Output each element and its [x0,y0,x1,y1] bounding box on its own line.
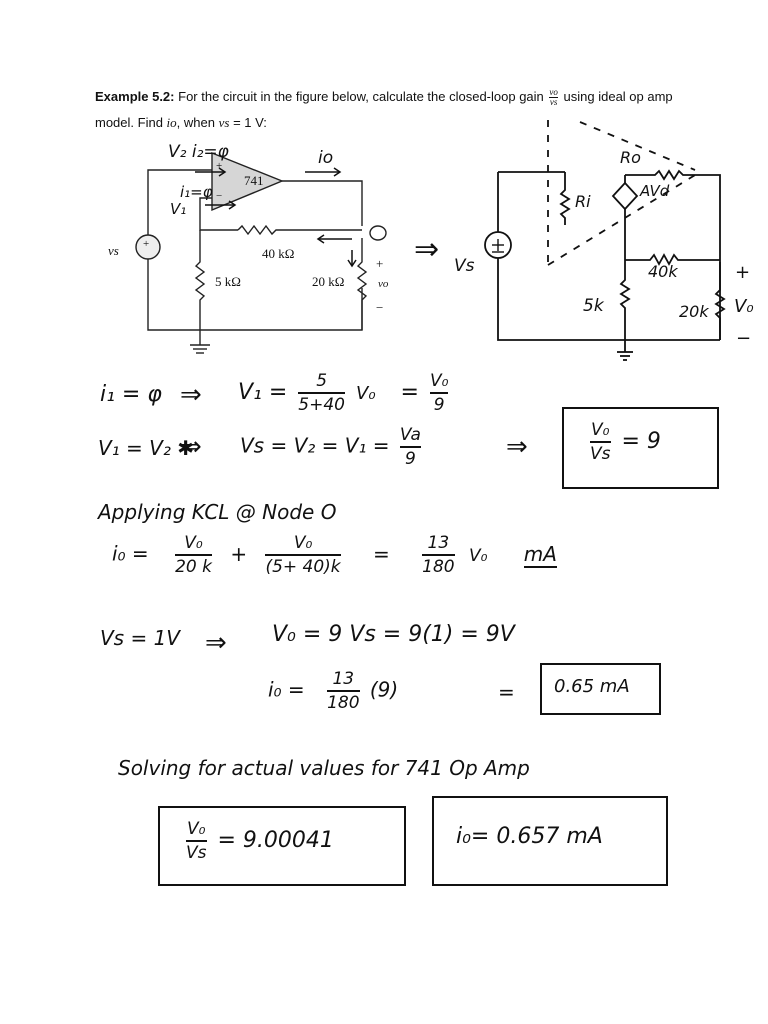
current-io-label: io [318,148,334,168]
implies-arrow-1: ⇒ [180,380,202,410]
actual-values-title: Solving for actual values for 741 Op Amp [118,756,530,780]
annotation-v1: V₁ [170,200,187,218]
statement-text-2: using ideal op amp [563,88,673,104]
implies-arrow-circuit: ⇒ [414,232,440,267]
kcl-title: Applying KCL @ Node O [98,500,337,524]
io-equals-sign: = [498,680,515,704]
right-avd-label: AVd [640,182,670,200]
right-ri-label: Ri [575,192,591,211]
right-plus: + [735,262,751,283]
opamp-plus: + [216,160,223,172]
actual-io-value: i₀= 0.657 mA [456,824,603,849]
implies-arrow-4: ⇒ [205,628,227,658]
gain-fraction: vo vs [549,87,558,107]
vs-equals-1v: Vs = 1V [100,626,180,650]
resistor-20k-label: 20 kΩ [312,274,345,289]
resistor-5k-label: 5 kΩ [215,274,241,289]
right-ro-label: Ro [620,148,641,167]
output-minus: − [376,300,384,315]
output-plus: + [376,256,384,271]
source-plus: + [143,238,150,250]
annotation-v2-i2: V₂ i₂=φ [168,142,229,162]
result-box-io: 0.65 mA [540,663,661,715]
statement-text-1: For the circuit in the figure below, cal… [178,88,544,104]
opamp-minus: − [216,190,223,202]
implies-arrow-2: ⇒ [180,432,202,462]
vo-equation: V₀ = 9 Vs = 9(1) = 9V [272,622,515,647]
output-label: vo [378,278,389,290]
io-result: 0.65 mA [554,676,630,697]
right-vs-label: Vs [454,256,475,276]
implies-arrow-3: ⇒ [506,432,528,462]
io-symbol: io [166,115,177,130]
source-label: vs [108,243,119,258]
right-5k-label: 5k [583,296,604,316]
right-vo-label: V₀ [734,296,754,317]
annotation-i1: i₁=φ [180,183,213,201]
example-label: Example 5.2: [95,88,175,104]
right-minus: − [736,328,752,349]
problem-statement-line-1: Example 5.2: For the circuit in the figu… [95,88,673,107]
vs-symbol: vs [218,115,230,130]
work-line-1-lhs: i₁ = φ [100,382,162,407]
right-40k-label: 40k [648,262,678,281]
right-20k-label: 20k [679,302,709,321]
fraction-vo-over-45k: V₀(5+ 40)k [265,533,341,577]
resistor-40k-label: 40 kΩ [262,246,295,261]
work-line-2-lhs: V₁ = V₂ ✱ [98,436,194,460]
actual-io-box: i₀= 0.657 mA [432,796,668,886]
opamp-label: 741 [244,173,264,188]
problem-statement-line-2: model. Find io, when vs = 1 V: [95,115,267,130]
